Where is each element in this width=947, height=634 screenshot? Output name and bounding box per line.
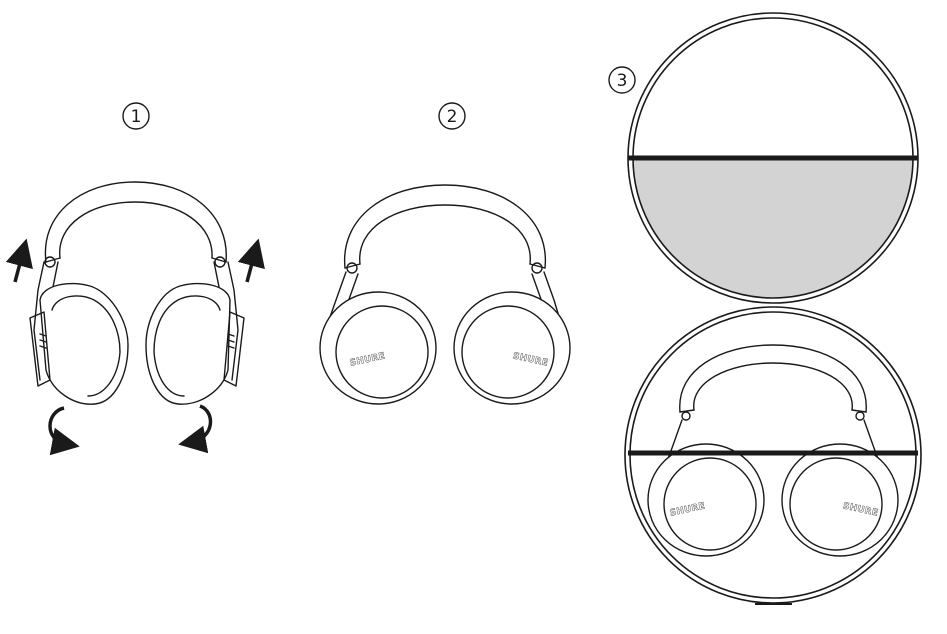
step-3: 3 bbox=[608, 12, 922, 605]
step-1: 1 bbox=[5, 102, 265, 456]
rotate-arrow-icon bbox=[48, 406, 80, 456]
left-ear-cup bbox=[29, 282, 129, 405]
right-cup-grille bbox=[227, 333, 235, 349]
arrow-up-icon bbox=[237, 238, 265, 283]
right-ear-cup bbox=[145, 282, 245, 405]
headphones-stowed: SHURE SHURE bbox=[647, 344, 899, 557]
rotate-arrow-icon bbox=[178, 404, 213, 454]
right-ear-cup: SHURE bbox=[453, 291, 571, 405]
step-1-badge: 1 bbox=[122, 102, 150, 130]
step-2-number: 2 bbox=[447, 107, 458, 127]
step-2-badge: 2 bbox=[438, 102, 466, 130]
case-lid bbox=[627, 12, 919, 304]
left-ear-cup: SHURE bbox=[319, 291, 437, 405]
step-3-number: 3 bbox=[617, 71, 628, 91]
headphones-unfolded bbox=[29, 181, 245, 405]
headphones-rotated-flat: SHURE SHURE bbox=[319, 184, 571, 405]
step-1-number: 1 bbox=[131, 107, 142, 127]
right-ear-cup: SHURE bbox=[781, 443, 899, 557]
arrow-up-icon bbox=[5, 238, 33, 283]
step-3-badge: 3 bbox=[608, 66, 636, 94]
case-base: SHURE SHURE bbox=[624, 306, 922, 605]
left-ear-cup: SHURE bbox=[647, 443, 765, 557]
left-cup-grille bbox=[39, 333, 47, 349]
step-2: 2 SHURE SHURE bbox=[319, 102, 571, 405]
